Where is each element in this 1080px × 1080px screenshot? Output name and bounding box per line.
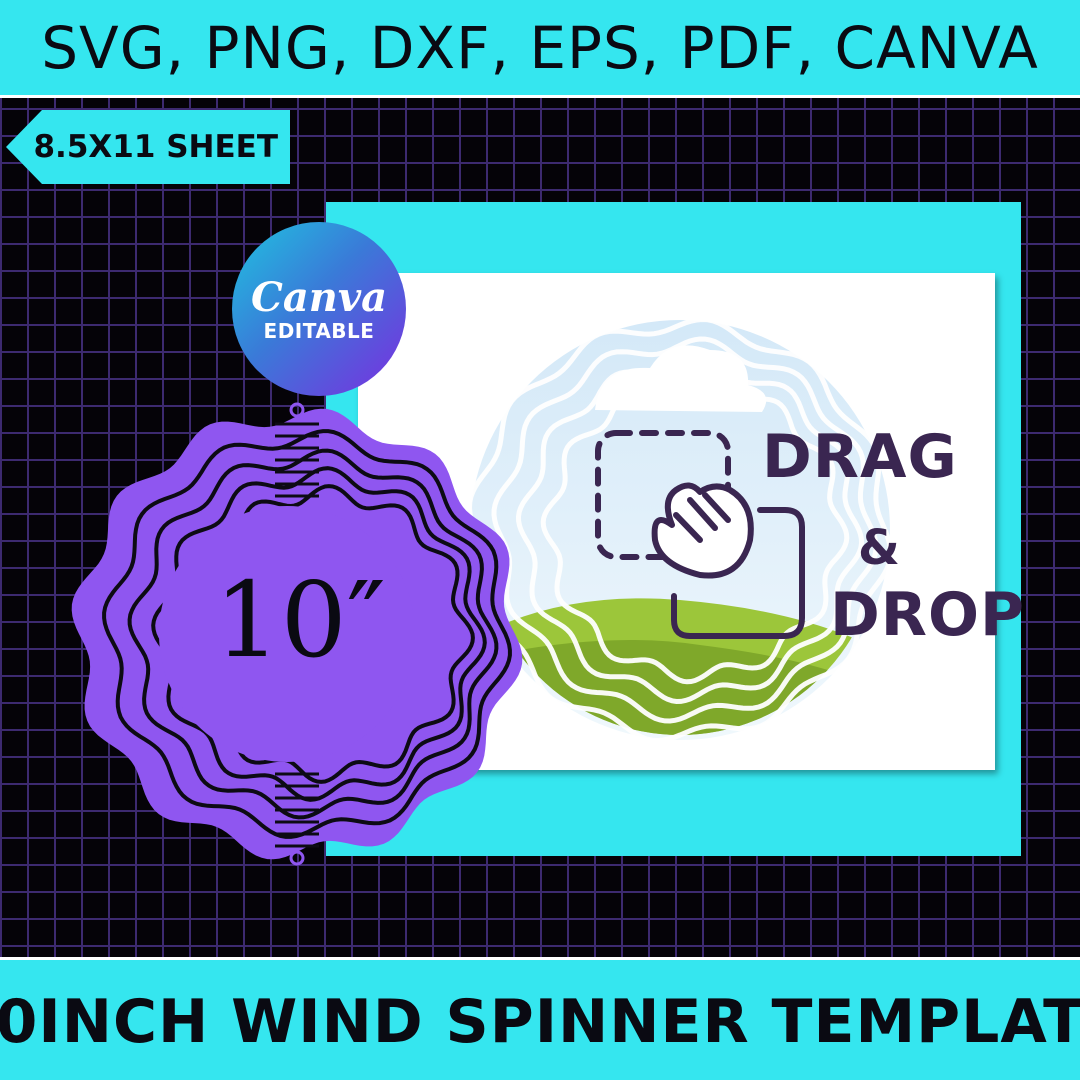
canva-logo: Canva [251,274,387,321]
purple-wind-spinner [71,402,523,866]
spinner-hang-hole [289,850,305,866]
ampersand-text: & [858,520,900,576]
drop-text: DROP [830,580,1025,650]
canva-editable-badge: Canva EDITABLE [232,222,406,396]
drag-text: DRAG [762,422,958,492]
photo-ring [491,336,879,724]
spinner-hang-hole [289,402,305,418]
editable-label: EDITABLE [263,319,375,343]
spinner-ring-cut [102,429,512,839]
spinner-ring-cut [127,448,499,820]
spinner-size-label: 10″ [214,559,386,681]
formats-banner: SVG, PNG, DXF, EPS, PDF, CANVA [0,0,1080,98]
drag-drop-hand-icon [595,430,805,639]
formats-text: SVG, PNG, DXF, EPS, PDF, CANVA [41,13,1039,82]
spinner-center-disc [159,506,415,762]
spinner-ring-cut [151,466,487,802]
sheet-size-tag: 8.5X11 SHEET [6,110,290,184]
photo-ring [515,355,865,705]
photo-ring [540,375,850,685]
cloud-shape [595,345,767,412]
title-banner: 10INCH WIND SPINNER TEMPLATE [0,957,1080,1080]
product-title: 10INCH WIND SPINNER TEMPLATE [0,986,1080,1057]
photo-spinner-rings [466,316,894,744]
sheet-size-label: 8.5X11 SHEET [33,129,278,165]
